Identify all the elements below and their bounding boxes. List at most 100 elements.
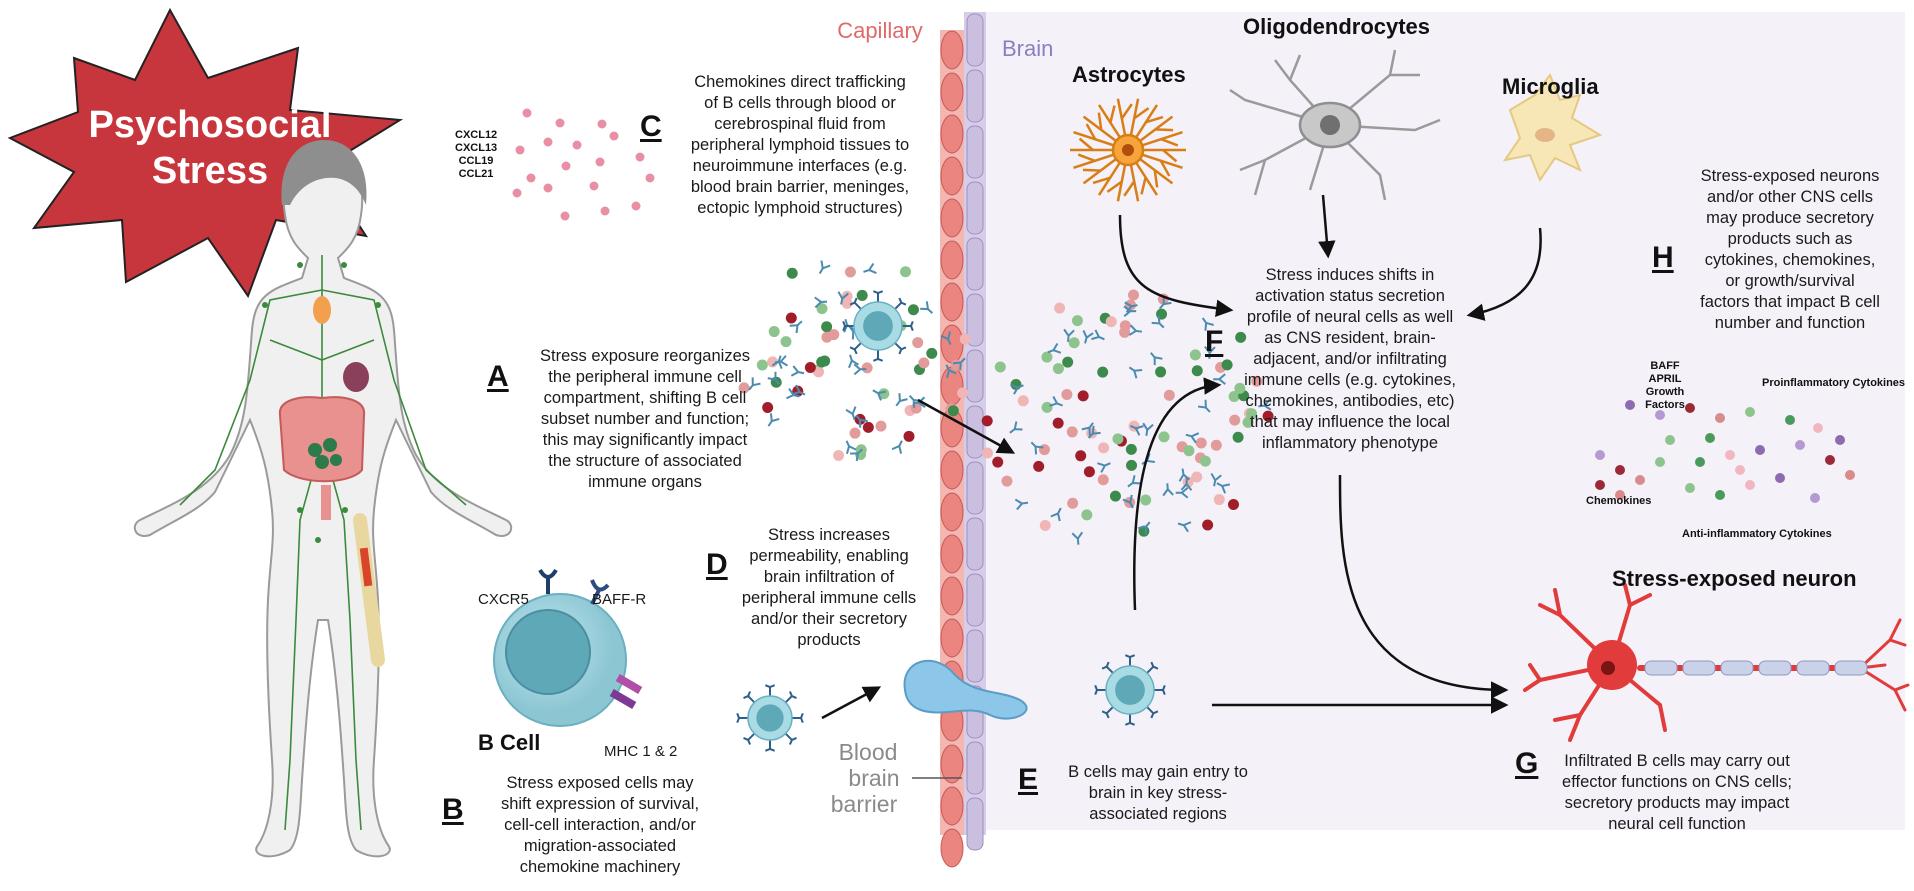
panel-h-line: cytokines, chemokines, [1704,251,1876,269]
antibody-stroke [1216,482,1231,494]
secretory-particle [1038,444,1050,456]
receptor-head [1124,654,1136,659]
secretory-product-dot [1685,483,1695,493]
panel-b-line: Stress exposed cells may [506,774,694,792]
antibody-stroke [845,440,857,455]
barrier-cell [966,13,984,67]
b-cell-small [842,290,914,362]
receptor-stalk [853,342,862,351]
antibody-stroke [1197,399,1211,413]
secretory-particle [1155,366,1167,378]
panel-d-line: peripheral immune cells [741,589,917,607]
antibody-glyph [1177,521,1192,533]
antibody-glyph [1210,472,1222,487]
astrocyte-cell [1070,98,1186,202]
microglia-label: Microglia [1502,74,1599,99]
secretory-particle [762,402,774,414]
panel-e-line: brain in key stress- [1088,784,1228,802]
antibody-stroke [1201,317,1214,331]
secretory-particle [1235,331,1247,343]
secretory-particle [981,447,993,459]
antibody-stroke [814,296,828,309]
receptor-head [909,320,914,332]
secretory-particle [1262,410,1274,422]
endothelial-cell [940,282,964,322]
panel-h-line: products such as [1727,230,1853,248]
antibody-glyph [1201,317,1214,331]
antibody-stroke [1082,330,1094,344]
receptor-head [788,736,797,745]
arrow-cluster-to-cloud [917,398,1016,454]
barrier-cell [966,293,984,347]
secretory-particle [786,267,798,279]
chemokine-dot [555,118,565,128]
panel-g-line: secretory products may impact [1564,794,1790,812]
panel-f-line: that may influence the local [1250,413,1450,431]
antibody-glyph [863,262,877,274]
antibody-stroke [1128,366,1143,379]
receptor-head [736,712,741,724]
chemokine-dot [543,137,553,147]
myelin-segment [1644,660,1678,676]
antibody-stroke [891,440,903,454]
antibody-glyph [767,413,780,427]
b-cell-nucleus [863,311,893,341]
secretory-product-dot [1795,440,1805,450]
antibody-glyph [1130,424,1144,436]
secretory-product-dot [1695,457,1705,467]
chemokine-dot [635,152,645,162]
antibody-glyph [1081,422,1094,436]
secretory-particle [1054,302,1066,314]
antibody-stroke [1049,396,1063,407]
panel-a-line: subset number and function; [540,410,750,428]
antibody-glyph [1142,422,1154,436]
panel-a-line: the peripheral immune cell [548,368,742,386]
receptor-head [799,712,804,724]
astrocyte-branch [1145,115,1164,124]
antibody-glyph [748,377,761,391]
secretory-particle [813,366,825,378]
secretory-particle [1199,455,1211,467]
panel-d-line: and/or their secretory [751,610,907,628]
antibody-stroke [748,377,761,391]
secretory-product-dot [1595,450,1605,460]
secretory-particle [1105,316,1117,328]
chemokine-dot [515,145,525,155]
antibody-glyph [1010,383,1024,395]
chemokine-dot [512,188,522,198]
endothelial-cell [940,576,964,616]
antibody-glyph [1150,352,1163,366]
antibody-glyph [1049,396,1063,407]
secretory-particle [785,312,797,324]
barrier-cell [966,125,984,179]
myelin-segment [1796,660,1830,676]
barrier-cell [966,461,984,515]
antibody-stroke [848,354,860,369]
secretory-particle [1052,363,1064,375]
secretory-particle [1075,450,1087,462]
stress-title-line2: Stress [152,150,268,192]
secretory-particle [862,421,874,433]
antibody-glyph [848,354,860,369]
chemokine-dot [595,157,605,167]
panel-b-line: chemokine machinery [519,858,681,876]
secretory-particle [1039,519,1051,531]
arrow-oligo-to-f [1318,194,1336,259]
secretory-product-dot [1595,480,1605,490]
secretory-product-dot [1715,490,1725,500]
chemokine-dot [609,131,619,141]
antibody-stroke [1185,432,1200,444]
receptor-stalk [1105,665,1114,674]
barrier-cell [966,573,984,627]
antibody-glyph [1097,462,1111,473]
secretory-particle [1213,494,1225,506]
antibody-stroke [863,262,877,274]
receptor-head [743,736,752,745]
receptor-head [1150,661,1159,670]
panel-b-line: shift expression of survival, [500,795,700,813]
secretory-product-dot [1813,423,1823,433]
antibody-glyph [786,388,800,400]
secretory-particle [1125,443,1137,455]
